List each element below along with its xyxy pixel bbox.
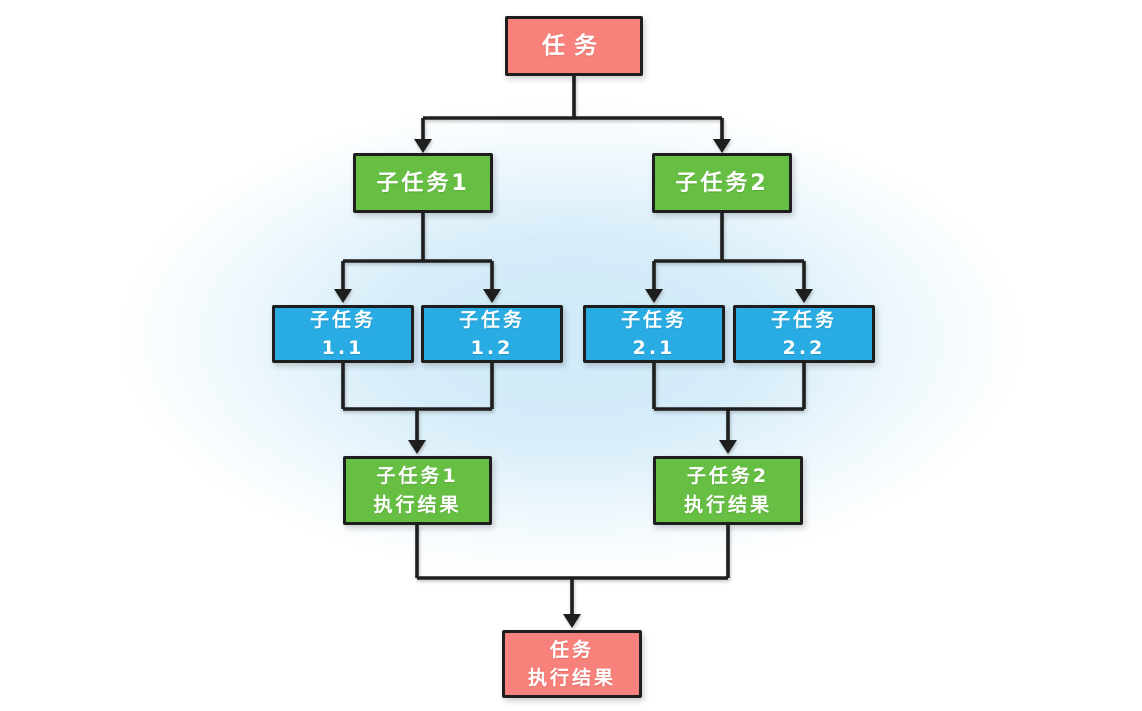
node-subtask-2-1: 子任务 2.1 — [583, 305, 725, 363]
node-subtask-1-1: 子任务 1.1 — [272, 305, 414, 363]
arrowhead-icons — [334, 139, 813, 628]
node-task: 任务 — [505, 16, 643, 76]
node-subtask-1-result: 子任务1 执行结果 — [343, 456, 492, 525]
node-subtask-1-2: 子任务 1.2 — [421, 305, 563, 363]
node-subtask-1: 子任务1 — [353, 153, 493, 213]
node-subtask-2-2: 子任务 2.2 — [733, 305, 875, 363]
node-task-result: 任务 执行结果 — [502, 630, 642, 698]
node-subtask-2-result: 子任务2 执行结果 — [653, 456, 803, 525]
connector-lines — [341, 76, 806, 616]
node-subtask-2: 子任务2 — [652, 153, 792, 213]
